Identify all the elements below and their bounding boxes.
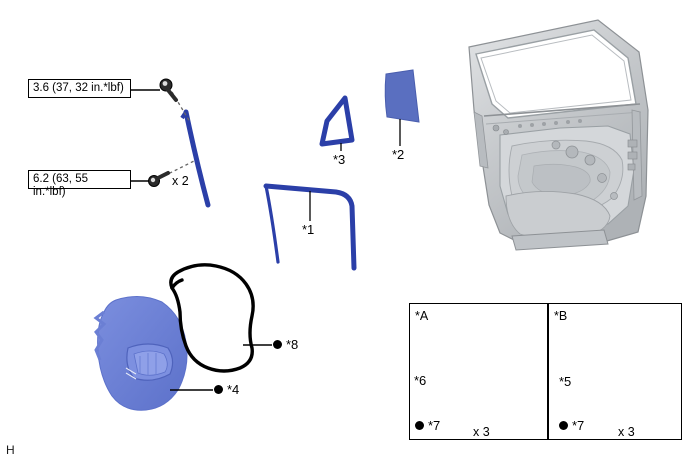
part-service-hole-cover <box>93 296 188 411</box>
inset-a-fastener-quantity: x 3 <box>473 425 490 439</box>
inset-b-fastener-label: *7 <box>572 418 585 433</box>
callout-leaders <box>170 119 401 391</box>
part-glass-run-weatherstrip <box>263 183 357 271</box>
bolt-lower <box>130 159 197 187</box>
callout-label-4-text: *4 <box>227 382 240 397</box>
bullet-icon <box>214 385 223 394</box>
corner-mark: H <box>6 443 15 457</box>
bullet-icon <box>415 421 424 430</box>
torque-spec-lower-line1: 6.2 (63, 55 <box>33 173 88 185</box>
bullet-icon <box>273 340 282 349</box>
callout-label-3: *3 <box>333 152 346 167</box>
inset-a-fastener-label: *7 <box>428 418 441 433</box>
torque-spec-upper: 3.6 (37, 32 in.*lbf) <box>28 79 131 98</box>
inset-b-fastener-quantity: x 3 <box>618 425 635 439</box>
part-division-bar-channel <box>319 95 355 147</box>
inset-panel-b <box>548 303 682 440</box>
inset-b-label: *B <box>554 309 568 323</box>
callout-label-2: *2 <box>392 147 405 162</box>
inset-a-fastener-callout: *7 <box>415 418 440 433</box>
part-door-seal-gasket <box>169 263 255 373</box>
bolt-lower-quantity: x 2 <box>172 174 189 188</box>
callout-label-8-text: *8 <box>286 337 299 352</box>
inset-panel-a <box>409 303 548 440</box>
rear-door-shell-illustration <box>468 19 649 251</box>
part-window-frame-strip <box>180 109 211 208</box>
callout-label-1: *1 <box>302 222 315 237</box>
inset-b-fastener-callout: *7 <box>559 418 584 433</box>
inset-a-label: *A <box>415 309 429 323</box>
callout-label-4: *4 <box>214 382 239 397</box>
inset-a-part-callout: *6 <box>414 373 427 388</box>
bolt-upper <box>131 78 191 123</box>
bullet-icon <box>559 421 568 430</box>
inset-b-part-callout: *5 <box>559 374 572 389</box>
callout-label-8: *8 <box>273 337 298 352</box>
part-quarter-window-glass <box>384 69 420 123</box>
torque-spec-lower-line2: in.*lbf) <box>33 186 66 198</box>
